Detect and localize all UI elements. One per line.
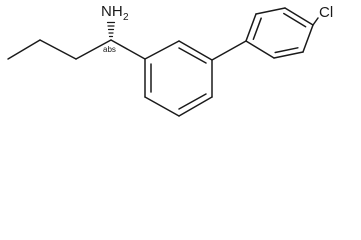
bond-c3-stereocenter: [75, 39, 112, 60]
double-bond-inner: [178, 93, 207, 110]
ring-bond: [245, 13, 257, 42]
amine-symbol: NH: [101, 3, 123, 20]
bond-c2-c3: [39, 39, 77, 60]
biaryl-bond: [211, 40, 247, 61]
stereocenter: abs: [103, 21, 146, 60]
chemical-structure: abs NH 2 Cl: [7, 3, 333, 117]
amine-group: NH 2: [101, 3, 129, 23]
hashed-wedge-bond: [106, 21, 116, 38]
ring-bond: [255, 7, 286, 15]
ring-bond: [245, 40, 275, 59]
double-bond-inner: [252, 17, 262, 40]
chlorine-symbol: Cl: [319, 4, 333, 21]
double-bond-inner: [178, 47, 207, 64]
ring-bond: [284, 7, 314, 26]
stereo-flag: abs: [103, 45, 116, 54]
chlorine-group: Cl: [312, 4, 333, 26]
bond-stereocenter-ring: [110, 39, 146, 60]
double-bond-inner: [283, 12, 307, 28]
bond-ring-chlorine: [312, 17, 319, 26]
bond-c1-c2: [7, 39, 41, 60]
ring-bond: [273, 51, 304, 59]
ring-bond: [302, 24, 314, 53]
chlorophenyl-ring: [245, 7, 314, 59]
double-bond-inner: [274, 47, 299, 54]
central-benzene-ring: [144, 40, 213, 117]
propyl-chain: [7, 39, 112, 60]
amine-subscript: 2: [123, 12, 129, 23]
